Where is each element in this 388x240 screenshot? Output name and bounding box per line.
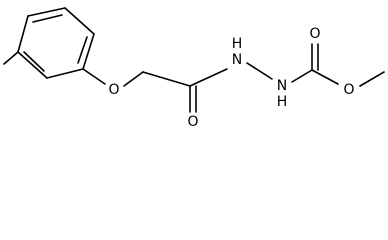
bond-ring-b xyxy=(64,7,95,35)
atom-hydrazide-n2: N xyxy=(277,78,287,94)
bond-ring-c xyxy=(82,33,95,70)
bond-ring-e xyxy=(17,51,48,79)
bond-ring-d xyxy=(46,68,84,79)
bond-ring-inner-1 xyxy=(32,14,63,23)
atom-ester-carbonyl-oxygen: O xyxy=(309,26,320,42)
bond-ring-inner-3 xyxy=(23,51,45,72)
molecule-diagram: O O N H N H O O xyxy=(3,7,385,130)
atom-hydrazide-n2-hydrogen: H xyxy=(277,94,288,110)
bond-ester-c-o xyxy=(311,69,339,85)
atom-hydrazide-n1: N xyxy=(232,52,242,68)
bond-ring-f xyxy=(17,15,29,53)
bond-ester-o-methyl xyxy=(359,71,385,87)
bond-ring-a xyxy=(27,7,66,17)
bond-carbonyl-n1 xyxy=(189,68,228,87)
bond-n1-n2 xyxy=(246,62,273,80)
atom-ether-oxygen: O xyxy=(108,82,119,98)
atom-ester-oxygen: O xyxy=(343,82,354,98)
atom-hydrazide-n1-hydrogen: H xyxy=(232,36,243,52)
bond-ring-ether xyxy=(82,68,106,85)
benzene-ring xyxy=(17,7,95,79)
bond-methyl xyxy=(3,51,19,65)
atom-amide-oxygen: O xyxy=(187,114,198,130)
structure-canvas: O O N H N H O O xyxy=(3,7,385,130)
bond-ring-inner-2 xyxy=(77,36,88,64)
bond-ch2-carbonyl xyxy=(142,71,191,87)
bond-n2-ester-c xyxy=(291,69,313,83)
bond-ether-ch2 xyxy=(123,71,144,87)
